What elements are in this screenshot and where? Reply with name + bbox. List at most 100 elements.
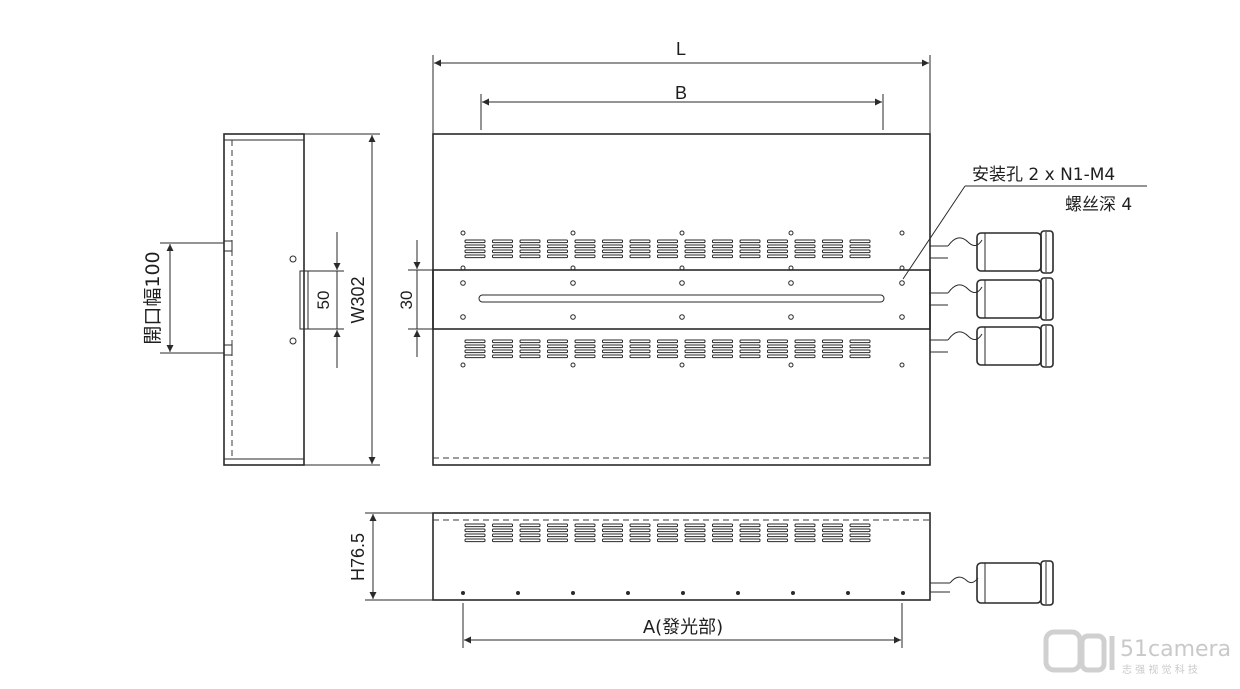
vent-slat xyxy=(629,538,651,543)
vent-slat xyxy=(822,254,843,259)
vent-slat xyxy=(657,339,678,344)
vent-slat xyxy=(739,239,761,244)
vent-slat xyxy=(712,528,733,533)
vent-slat xyxy=(519,538,541,543)
screw-depth-label: 螺丝深 4 xyxy=(1065,195,1132,215)
mounting-callout: 安装孔 2 x N1-M4 螺丝深 4 xyxy=(902,165,1147,280)
mounting-hole xyxy=(899,280,905,286)
slot-50-dimension: 50 xyxy=(304,232,344,368)
mounting-hole xyxy=(679,314,685,320)
vent-slat xyxy=(822,538,843,543)
vent-slat xyxy=(767,533,788,538)
cable xyxy=(930,582,950,593)
vent-slat xyxy=(519,528,541,533)
front-screws xyxy=(461,591,905,595)
length-label: L xyxy=(676,39,686,59)
vent-slat xyxy=(767,249,788,254)
mounting-hole xyxy=(788,280,794,286)
cable xyxy=(930,292,948,306)
vent-slat xyxy=(629,244,651,249)
vent-slat xyxy=(547,349,568,354)
vent-slat xyxy=(602,344,623,349)
vent-slat xyxy=(849,339,871,344)
vent-hole xyxy=(788,230,794,236)
vent-slat xyxy=(574,344,596,349)
vent-slat xyxy=(547,244,568,249)
vent-slat xyxy=(547,528,568,533)
vent-slat xyxy=(602,523,623,528)
vent-slat xyxy=(574,254,596,259)
side-screw-bottom xyxy=(289,337,297,345)
vent-slat xyxy=(849,254,871,259)
cable xyxy=(930,245,948,259)
vent-slat xyxy=(767,244,788,249)
vent-slat xyxy=(629,239,651,244)
vent-slat xyxy=(822,344,843,349)
vent-slat xyxy=(794,523,816,528)
vent-slat xyxy=(492,254,513,259)
vent-slat xyxy=(464,254,486,259)
vent-slat xyxy=(849,528,871,533)
connector-cap xyxy=(1040,324,1054,368)
height-label: H76.5 xyxy=(348,533,368,581)
vent-slat xyxy=(657,244,678,249)
front-screw xyxy=(461,591,465,595)
vent-slat xyxy=(519,339,541,344)
vent-slat xyxy=(794,244,816,249)
vent-slat xyxy=(547,533,568,538)
width-label: W302 xyxy=(348,276,368,323)
vent-slat xyxy=(794,538,816,543)
mounting-hole xyxy=(679,280,685,286)
top-body-outline xyxy=(432,133,931,466)
vent-slat xyxy=(464,249,486,254)
vent-slat xyxy=(684,254,706,259)
emission-strip xyxy=(432,269,931,330)
vent-hole xyxy=(570,362,576,368)
vent-hole xyxy=(679,265,685,271)
vent-hole xyxy=(460,362,466,368)
vent-slat xyxy=(629,344,651,349)
connector-body xyxy=(976,232,1042,272)
opening-dimension: 開口幅100 xyxy=(142,242,224,354)
vent-slat xyxy=(767,538,788,543)
vent-slat xyxy=(822,244,843,249)
vent-slat xyxy=(794,344,816,349)
side-tab-top xyxy=(223,240,233,252)
vent-slat xyxy=(547,239,568,244)
front-screw xyxy=(516,591,520,595)
top-view: L B 30 安装孔 2 x N1-M4 螺丝深 4 xyxy=(397,39,1147,466)
front-screw xyxy=(571,591,575,595)
vent-slat xyxy=(519,244,541,249)
vent-slat xyxy=(712,339,733,344)
vent-slat xyxy=(547,538,568,543)
connector-body xyxy=(976,279,1042,319)
vent-slat xyxy=(794,239,816,244)
watermark-logo xyxy=(1043,629,1115,673)
mounting-holes xyxy=(460,230,905,368)
vent-hole xyxy=(679,362,685,368)
vent-slat xyxy=(794,354,816,359)
vent-slat xyxy=(574,349,596,354)
vent-slat xyxy=(739,523,761,528)
vent-slat xyxy=(822,349,843,354)
vent-slat xyxy=(602,254,623,259)
vent-slat xyxy=(712,349,733,354)
vent-slat xyxy=(492,523,513,528)
vent-slat xyxy=(657,239,678,244)
vent-slat xyxy=(574,538,596,543)
vent-slat xyxy=(492,538,513,543)
front-vents xyxy=(464,523,871,543)
vent-slat xyxy=(464,239,486,244)
cable-bend xyxy=(947,237,983,247)
vent-slat xyxy=(684,344,706,349)
vent-slat xyxy=(739,528,761,533)
vent-slat xyxy=(547,254,568,259)
vent-slat xyxy=(629,254,651,259)
vent-slat xyxy=(602,354,623,359)
vent-slat xyxy=(547,339,568,344)
vent-slat xyxy=(849,523,871,528)
vent-slat xyxy=(574,339,596,344)
vent-slat xyxy=(849,533,871,538)
vent-slat xyxy=(492,344,513,349)
vent-slat xyxy=(822,249,843,254)
